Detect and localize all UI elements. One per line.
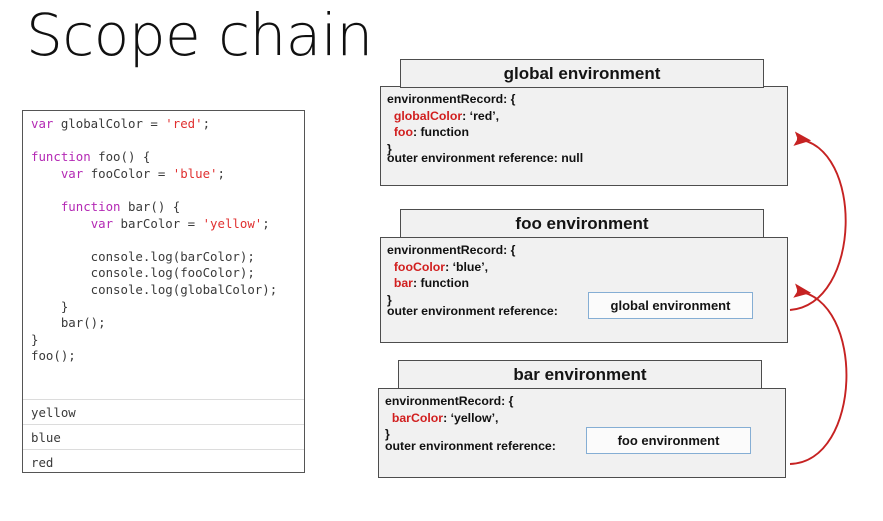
record-close-line: }: [387, 141, 392, 156]
record-close-line: }: [387, 292, 392, 307]
record-entry: bar: function: [387, 275, 515, 292]
outer-env-reference-label: outer environment reference:: [387, 304, 558, 318]
outer-env-reference-global: outer environment reference: null: [387, 151, 583, 165]
code-token: console.log(globalColor);: [31, 281, 278, 297]
environment-record-foo: environmentRecord: { fooColor: ‘blue’, b…: [387, 242, 515, 308]
code-line: }: [31, 299, 277, 316]
record-entry: barColor: ‘yellow’,: [385, 410, 513, 427]
environment-record-bar: environmentRecord: { barColor: ‘yellow’,…: [385, 393, 513, 443]
record-entry-value: : ‘blue’,: [445, 259, 489, 274]
code-line: console.log(globalColor);: [31, 281, 278, 299]
environment-record-global: environmentRecord: { globalColor: ‘red’,…: [387, 91, 515, 157]
code-line: [31, 232, 277, 249]
code-token: var: [31, 116, 61, 131]
record-entry-value: : function: [412, 276, 469, 290]
code-line: function bar() {: [31, 199, 277, 216]
console-output-row: blue: [23, 424, 304, 449]
code-line: var barColor = 'yellow';: [31, 216, 277, 233]
outer-env-reference-box[interactable]: foo environment: [586, 427, 751, 454]
record-open-line: environmentRecord: {: [385, 394, 514, 408]
outer-env-reference-value: null: [561, 151, 584, 165]
bar-to-foo-arrow: [789, 283, 848, 465]
outer-env-reference-label: outer environment reference:: [385, 439, 556, 453]
code-line: bar();: [31, 315, 277, 332]
record-entry-value: : ‘red’,: [462, 108, 500, 123]
code-line: [31, 133, 277, 150]
code-line: console.log(barColor);: [31, 249, 277, 266]
code-token: 'red': [165, 116, 203, 131]
code-token: [31, 216, 91, 231]
code-line: function foo() {: [31, 149, 277, 166]
code-token: barColor =: [120, 215, 203, 231]
record-entry-key: globalColor: [387, 108, 463, 123]
foo-to-global-arrow: [789, 131, 847, 311]
code-token: ;: [262, 215, 270, 231]
code-line: }: [31, 332, 277, 349]
console-output-row: red: [23, 449, 304, 472]
code-listing: var globalColor = 'red'; function foo() …: [31, 116, 277, 365]
console-output-value: red: [31, 455, 54, 470]
record-entry-key: foo: [387, 125, 413, 139]
console-output-value: blue: [31, 430, 61, 445]
env-header-bar: bar environment: [398, 360, 762, 389]
record-entry-key: bar: [387, 276, 413, 290]
code-token: var: [60, 165, 91, 181]
outer-env-reference-box[interactable]: global environment: [588, 292, 753, 319]
code-panel: var globalColor = 'red'; function foo() …: [22, 110, 305, 473]
code-token: 'blue': [172, 165, 218, 181]
code-token: }: [31, 298, 69, 314]
page-title: Scope chain: [26, 1, 373, 69]
env-header-foo: foo environment: [400, 209, 764, 238]
record-entry: globalColor: ‘red’,: [387, 108, 515, 125]
code-token: console.log(fooColor);: [31, 265, 255, 281]
code-token: bar();: [31, 315, 106, 331]
console-output-value: yellow: [31, 405, 76, 420]
code-token: 'yellow': [202, 215, 263, 231]
code-token: [31, 199, 61, 214]
code-token: ;: [202, 116, 211, 131]
record-entry-key: fooColor: [387, 259, 446, 274]
record-entry: fooColor: ‘blue’,: [387, 259, 515, 276]
code-line: var globalColor = 'red';: [31, 116, 277, 133]
code-token: ;: [217, 165, 225, 181]
outer-env-reference-foo: outer environment reference:: [387, 304, 558, 318]
code-line: var fooColor = 'blue';: [31, 166, 277, 183]
record-entry: foo: function: [387, 124, 515, 141]
code-token: var: [90, 215, 121, 231]
code-token: function: [31, 149, 99, 165]
code-token: globalColor =: [60, 116, 166, 131]
code-token: fooColor =: [90, 165, 173, 181]
record-entry-value: : ‘yellow’,: [443, 410, 499, 425]
env-body-global: environmentRecord: { globalColor: ‘red’,…: [380, 86, 788, 186]
code-token: foo();: [31, 348, 76, 364]
outer-env-reference-bar: outer environment reference:: [385, 439, 556, 453]
env-body-foo: environmentRecord: { fooColor: ‘blue’, b…: [380, 237, 788, 343]
record-entry-value: : function: [412, 125, 469, 139]
record-entry-key: barColor: [385, 410, 444, 425]
code-token: [31, 166, 61, 181]
code-token: foo() {: [98, 149, 151, 165]
code-line: console.log(fooColor);: [31, 265, 277, 282]
code-token: }: [31, 331, 39, 347]
code-token: console.log(barColor);: [31, 248, 255, 264]
record-close-line: }: [385, 427, 390, 441]
env-header-global: global environment: [400, 59, 764, 88]
env-body-bar: environmentRecord: { barColor: ‘yellow’,…: [378, 388, 786, 478]
record-open-line: environmentRecord: {: [387, 92, 516, 106]
outer-env-reference-label: outer environment reference:: [387, 151, 562, 165]
code-token: function: [60, 198, 128, 214]
console-output-list: yellow blue red: [23, 399, 304, 472]
code-line: foo();: [31, 348, 277, 365]
code-token: bar() {: [127, 198, 181, 214]
console-output-row: yellow: [23, 399, 304, 424]
code-line: [31, 182, 277, 199]
record-open-line: environmentRecord: {: [387, 243, 516, 257]
